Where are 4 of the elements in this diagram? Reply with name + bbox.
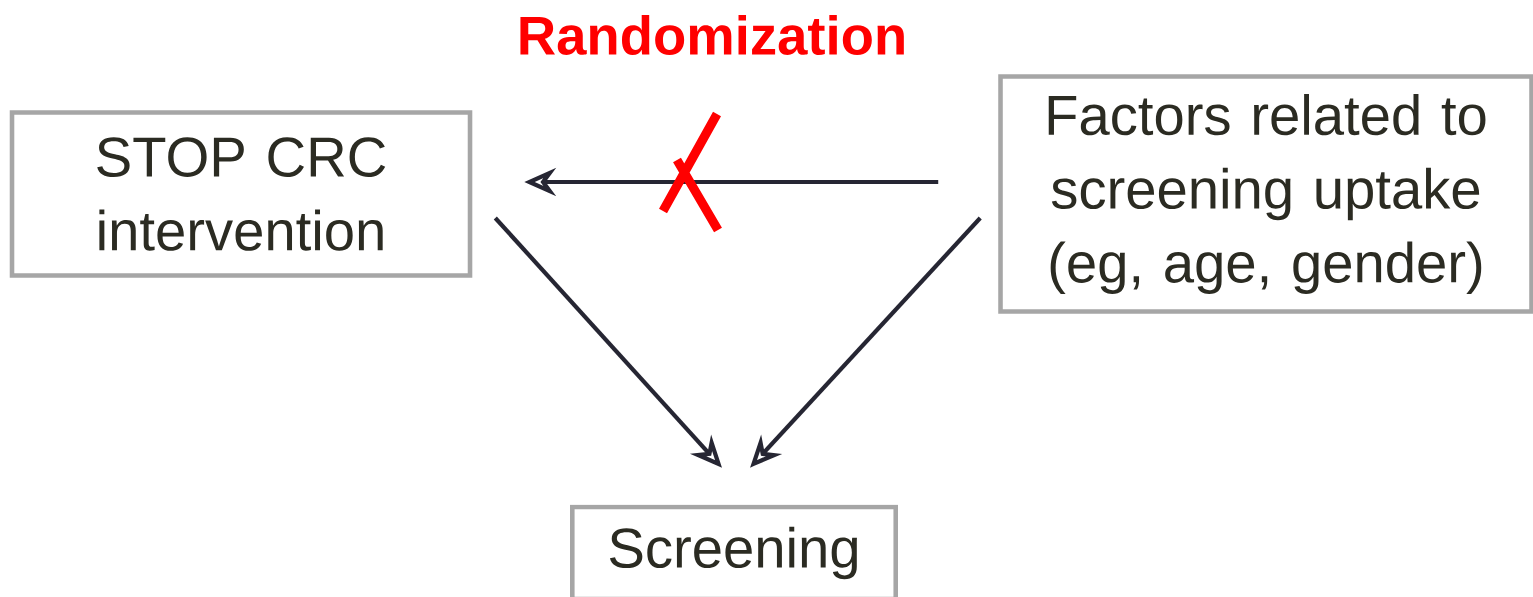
text-box: Factors related to screening uptake (eg, age, gender) [998, 74, 1533, 314]
text-box: Screening [570, 504, 898, 597]
text-box: STOP CRC intervention [9, 110, 473, 278]
heading-label: Randomization [520, 15, 904, 55]
